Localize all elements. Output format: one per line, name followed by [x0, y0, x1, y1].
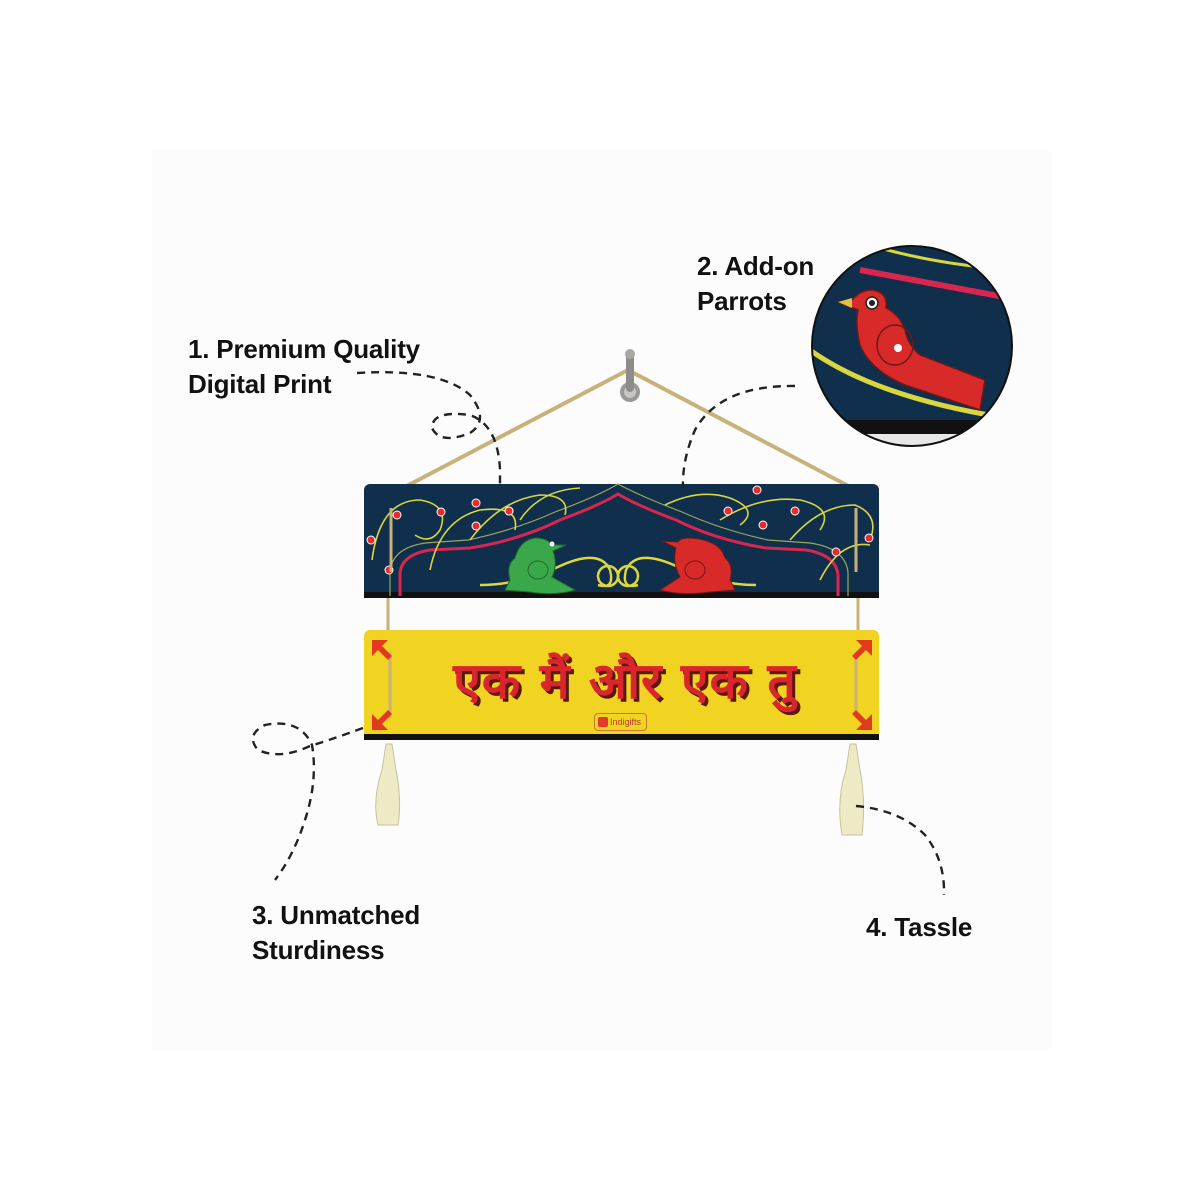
- callout-3-line1: 3. Unmatched: [252, 900, 421, 930]
- callout-1-line1: 1. Premium Quality: [188, 334, 420, 364]
- callout-leaders: [251, 371, 946, 896]
- callout-2-line2: Parrots: [697, 286, 787, 316]
- callout-1-line2: Digital Print: [188, 369, 332, 399]
- corner-arrow-icon: [372, 640, 872, 730]
- callout-4-label: 4. Tassle: [866, 910, 972, 945]
- callout-2-line1: 2. Add-on: [697, 251, 815, 281]
- callout-2-label: 2. Add-on Parrots: [697, 249, 814, 319]
- bottom-board: [364, 630, 879, 740]
- top-board: [364, 483, 879, 598]
- parrot-zoom-circle: [811, 245, 1013, 447]
- parrot-red-icon: [658, 537, 736, 595]
- callout-4-line1: 4. Tassle: [866, 912, 973, 942]
- brand-logo-icon: [598, 717, 608, 727]
- callout-3-line2: Sturdiness: [252, 935, 385, 965]
- hanging-rope: [379, 368, 876, 635]
- sign-text: एक मैं और एक तु: [453, 652, 797, 710]
- wall-hook-icon: [620, 349, 640, 402]
- callout-3-label: 3. Unmatched Sturdiness: [252, 898, 420, 968]
- parrot-green-icon: [504, 537, 577, 595]
- callout-1-label: 1. Premium Quality Digital Print: [188, 332, 420, 402]
- brand-badge: Indigifts: [594, 713, 648, 731]
- brand-name: Indigifts: [610, 717, 642, 727]
- tassel-icon: [375, 743, 865, 836]
